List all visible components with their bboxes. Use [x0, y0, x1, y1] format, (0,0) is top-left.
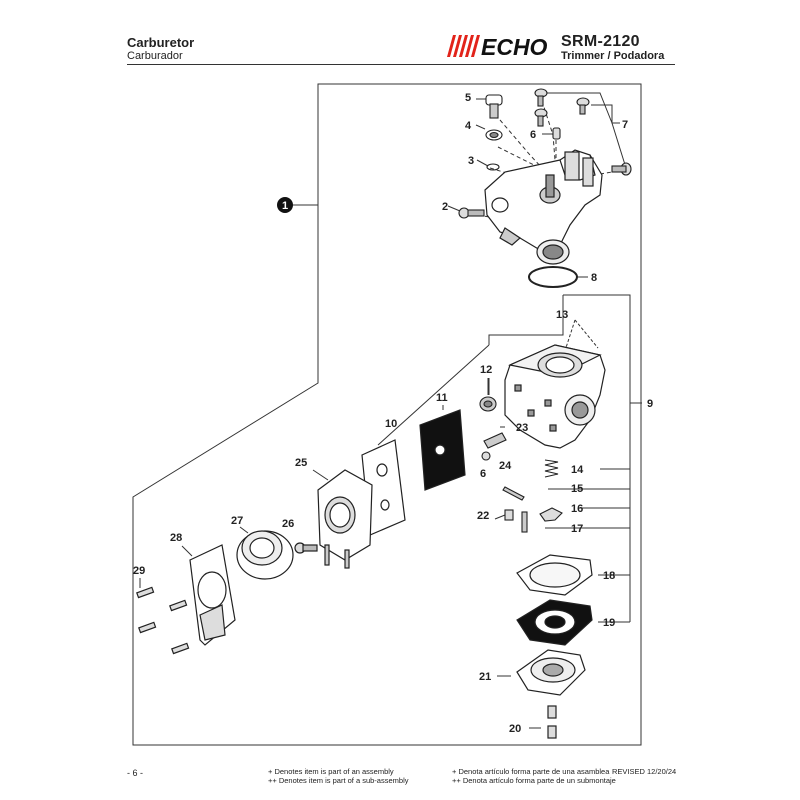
callout-15: 15 [571, 483, 583, 495]
pin-6-top [552, 127, 561, 140]
callout-23: 23 [516, 422, 528, 434]
note-subassembly-en: ++ Denotes item is part of a sub-assembl… [268, 776, 409, 785]
spring-14 [544, 459, 559, 478]
callout-27: 27 [231, 515, 243, 527]
screw-7d [611, 162, 632, 176]
callout-6-top: 6 [530, 129, 536, 141]
callout-19: 19 [603, 617, 615, 629]
carburetor-top-housing [484, 149, 603, 265]
footnotes-spanish: + Denota artículo forma parte de una asa… [452, 767, 616, 785]
note-assembly-en: + Denotes item is part of an assembly [268, 767, 394, 776]
callout-1: 1 [282, 200, 288, 212]
callout-10: 10 [385, 418, 397, 430]
note-assembly-es: + Denota artículo forma parte de una asa… [452, 767, 610, 776]
screws-29 [136, 586, 190, 655]
revised-date: REVISED 12/20/24 [612, 767, 677, 776]
callout-16: 16 [571, 503, 583, 515]
diaphragm-19 [516, 599, 593, 646]
callout-22: 22 [477, 510, 489, 522]
page-title: Carburetor [127, 35, 195, 50]
screw-7c [576, 97, 590, 115]
pump-cover-25 [317, 469, 373, 569]
callout-18: 18 [603, 570, 615, 582]
o-ring-8 [528, 266, 578, 288]
callout-20: 20 [509, 723, 521, 735]
footnotes-english: + Denotes item is part of an assembly ++… [268, 767, 408, 785]
callout-2: 2 [442, 201, 448, 213]
callout-4: 4 [465, 120, 472, 132]
note-subassembly-es: ++ Denota artículo forma parte de un sub… [452, 776, 616, 785]
diaphragm-cover-21 [516, 649, 586, 696]
callout-3: 3 [468, 155, 474, 167]
callout-21: 21 [479, 671, 491, 683]
callout-6-body: 6 [480, 468, 486, 480]
primer-plate-28 [189, 544, 236, 646]
callout-11: 11 [436, 392, 448, 404]
needle-17 [521, 511, 528, 533]
callout-28: 28 [170, 532, 182, 544]
callout-7: 7 [622, 119, 628, 131]
callout-5: 5 [465, 92, 471, 104]
plug-12 [479, 396, 497, 412]
carburetor-body [504, 344, 606, 449]
subassembly-bracket-9 [563, 294, 631, 622]
echo-logo-text: ECHO [481, 34, 548, 58]
page-number: - 6 - [127, 768, 144, 778]
model-number: SRM-2120 [561, 33, 640, 50]
page-heading: Carburetor Carburador [127, 36, 194, 63]
diaphragm-11 [419, 409, 466, 491]
primer-bulb-27 [236, 530, 294, 580]
callout-29: 29 [133, 565, 145, 577]
callout-1-badge [277, 197, 293, 213]
pin-15 [502, 486, 525, 501]
callout-26: 26 [282, 518, 294, 530]
callout-14: 14 [571, 464, 584, 476]
screws-20 [547, 705, 557, 739]
needle-23 [483, 432, 507, 449]
screw-7a [534, 88, 548, 107]
assembly-outline [132, 83, 642, 746]
callout-17: 17 [571, 523, 583, 535]
screw-22 [504, 509, 514, 521]
screw-26 [294, 542, 318, 554]
callout-9: 9 [647, 398, 653, 410]
washer-4 [485, 129, 503, 141]
callout-25: 25 [295, 457, 307, 469]
callout-13: 13 [556, 309, 568, 321]
model-block: SRM-2120 Trimmer / Podadora [561, 33, 664, 63]
pin-6-body [481, 451, 491, 461]
header-divider [127, 64, 675, 65]
callout-24: 24 [499, 460, 512, 472]
model-description: Trimmer / Podadora [561, 50, 665, 62]
screw-7b [534, 108, 548, 127]
screw-2 [458, 207, 485, 219]
page-subtitle: Carburador [127, 50, 183, 62]
echo-logo: ECHO [447, 34, 548, 58]
lever-16 [539, 507, 563, 522]
adjust-screw-5 [485, 94, 503, 119]
gasket-18 [516, 554, 593, 596]
clip-3 [486, 163, 500, 171]
callout-8: 8 [591, 272, 597, 284]
callout-12: 12 [480, 364, 492, 376]
